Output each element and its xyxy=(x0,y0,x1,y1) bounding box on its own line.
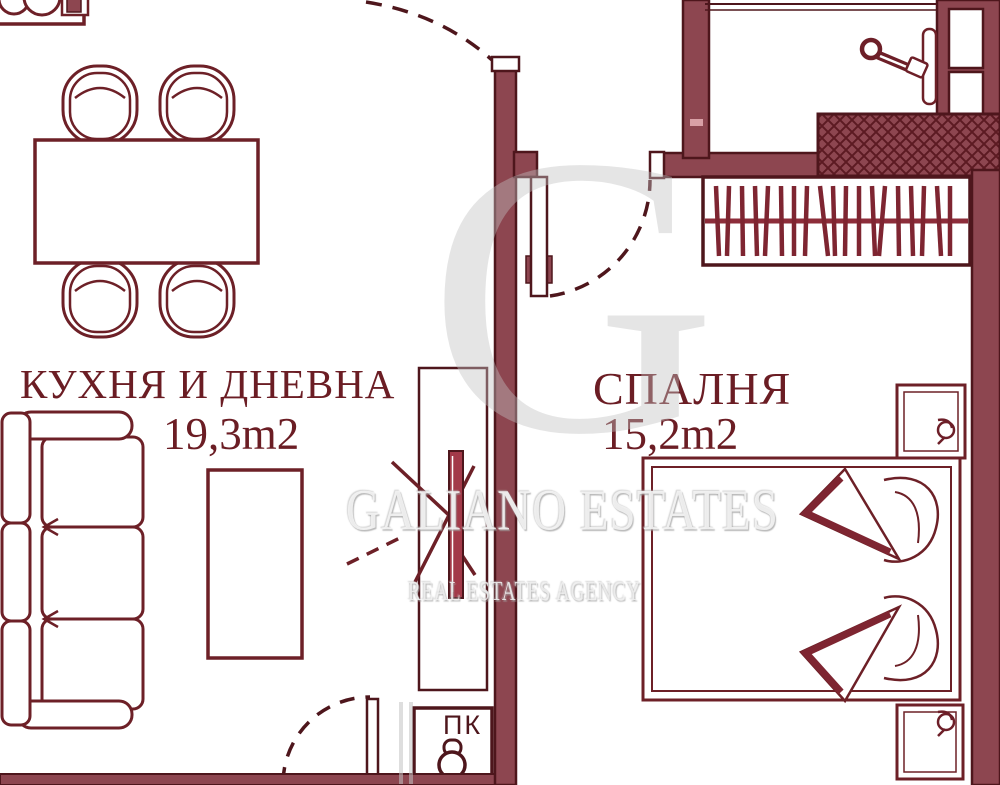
wall-stub xyxy=(512,150,539,179)
kitchen-counter xyxy=(0,0,90,26)
bed-pillow xyxy=(883,595,940,682)
right-wall xyxy=(970,168,1000,785)
shaft-hatch xyxy=(816,112,1000,178)
bedroom-door-leaf xyxy=(529,175,549,298)
bed xyxy=(641,456,962,704)
fire-cabinet-label: ПК xyxy=(443,710,483,740)
wardrobe xyxy=(701,175,972,267)
bedroom-door-arc xyxy=(549,179,652,298)
fire-cabinet-icon xyxy=(437,738,467,780)
coffee-table xyxy=(206,468,304,660)
wall-end-cap xyxy=(648,150,666,180)
room-label-kitchen: КУХНЯ И ДНЕВНА xyxy=(20,361,396,407)
sofa-armrest xyxy=(16,410,134,441)
room-area-kitchen: 19,3m2 xyxy=(163,409,300,459)
fire-cabinet-box xyxy=(412,706,494,785)
tv-swivel-dashed-line xyxy=(346,533,407,566)
plant-icon xyxy=(936,418,956,445)
tv-swivel-line xyxy=(390,460,454,520)
dining-chair xyxy=(158,257,236,339)
bed-blanket-fold xyxy=(798,604,903,704)
kitchen-door xyxy=(281,695,380,785)
bathroom-fixture xyxy=(947,7,985,70)
plant-icon xyxy=(936,710,956,737)
tv-swivel-line xyxy=(413,465,476,583)
wall-end-cap xyxy=(490,55,521,73)
dining-chair xyxy=(61,257,139,339)
dining-chair xyxy=(61,64,139,146)
dining-chair xyxy=(158,64,236,146)
nightstand xyxy=(895,383,967,460)
bed-pillow xyxy=(883,476,940,563)
room-label-bedroom: СПАЛНЯ xyxy=(593,363,792,414)
kitchen-door-leaf xyxy=(365,697,380,785)
nightstand xyxy=(895,703,965,781)
wardrobe-hangers xyxy=(713,185,953,257)
shower-icon xyxy=(859,37,929,79)
dining-set xyxy=(33,64,260,339)
sink-bowl-icon xyxy=(22,0,62,17)
entrance-door-arc xyxy=(365,0,494,62)
kitchen-door-arc xyxy=(281,695,371,783)
bathroom-wall xyxy=(681,0,711,160)
sofa-back-cushion xyxy=(0,619,32,727)
faucet-icon xyxy=(66,0,82,13)
watermark-bars xyxy=(399,702,413,784)
sofa-back-cushion xyxy=(0,411,32,525)
bed-blanket-fold xyxy=(798,466,903,562)
sofa-armrest xyxy=(16,699,134,730)
tv-cabinet xyxy=(346,366,489,692)
sofa-back-cushion xyxy=(0,521,32,623)
room-area-bedroom: 15,2m2 xyxy=(602,409,739,459)
bottom-wall xyxy=(0,773,498,785)
dining-table xyxy=(33,138,260,265)
tv xyxy=(448,450,464,599)
sink-bowl-icon xyxy=(0,0,31,16)
sofa xyxy=(0,410,145,730)
